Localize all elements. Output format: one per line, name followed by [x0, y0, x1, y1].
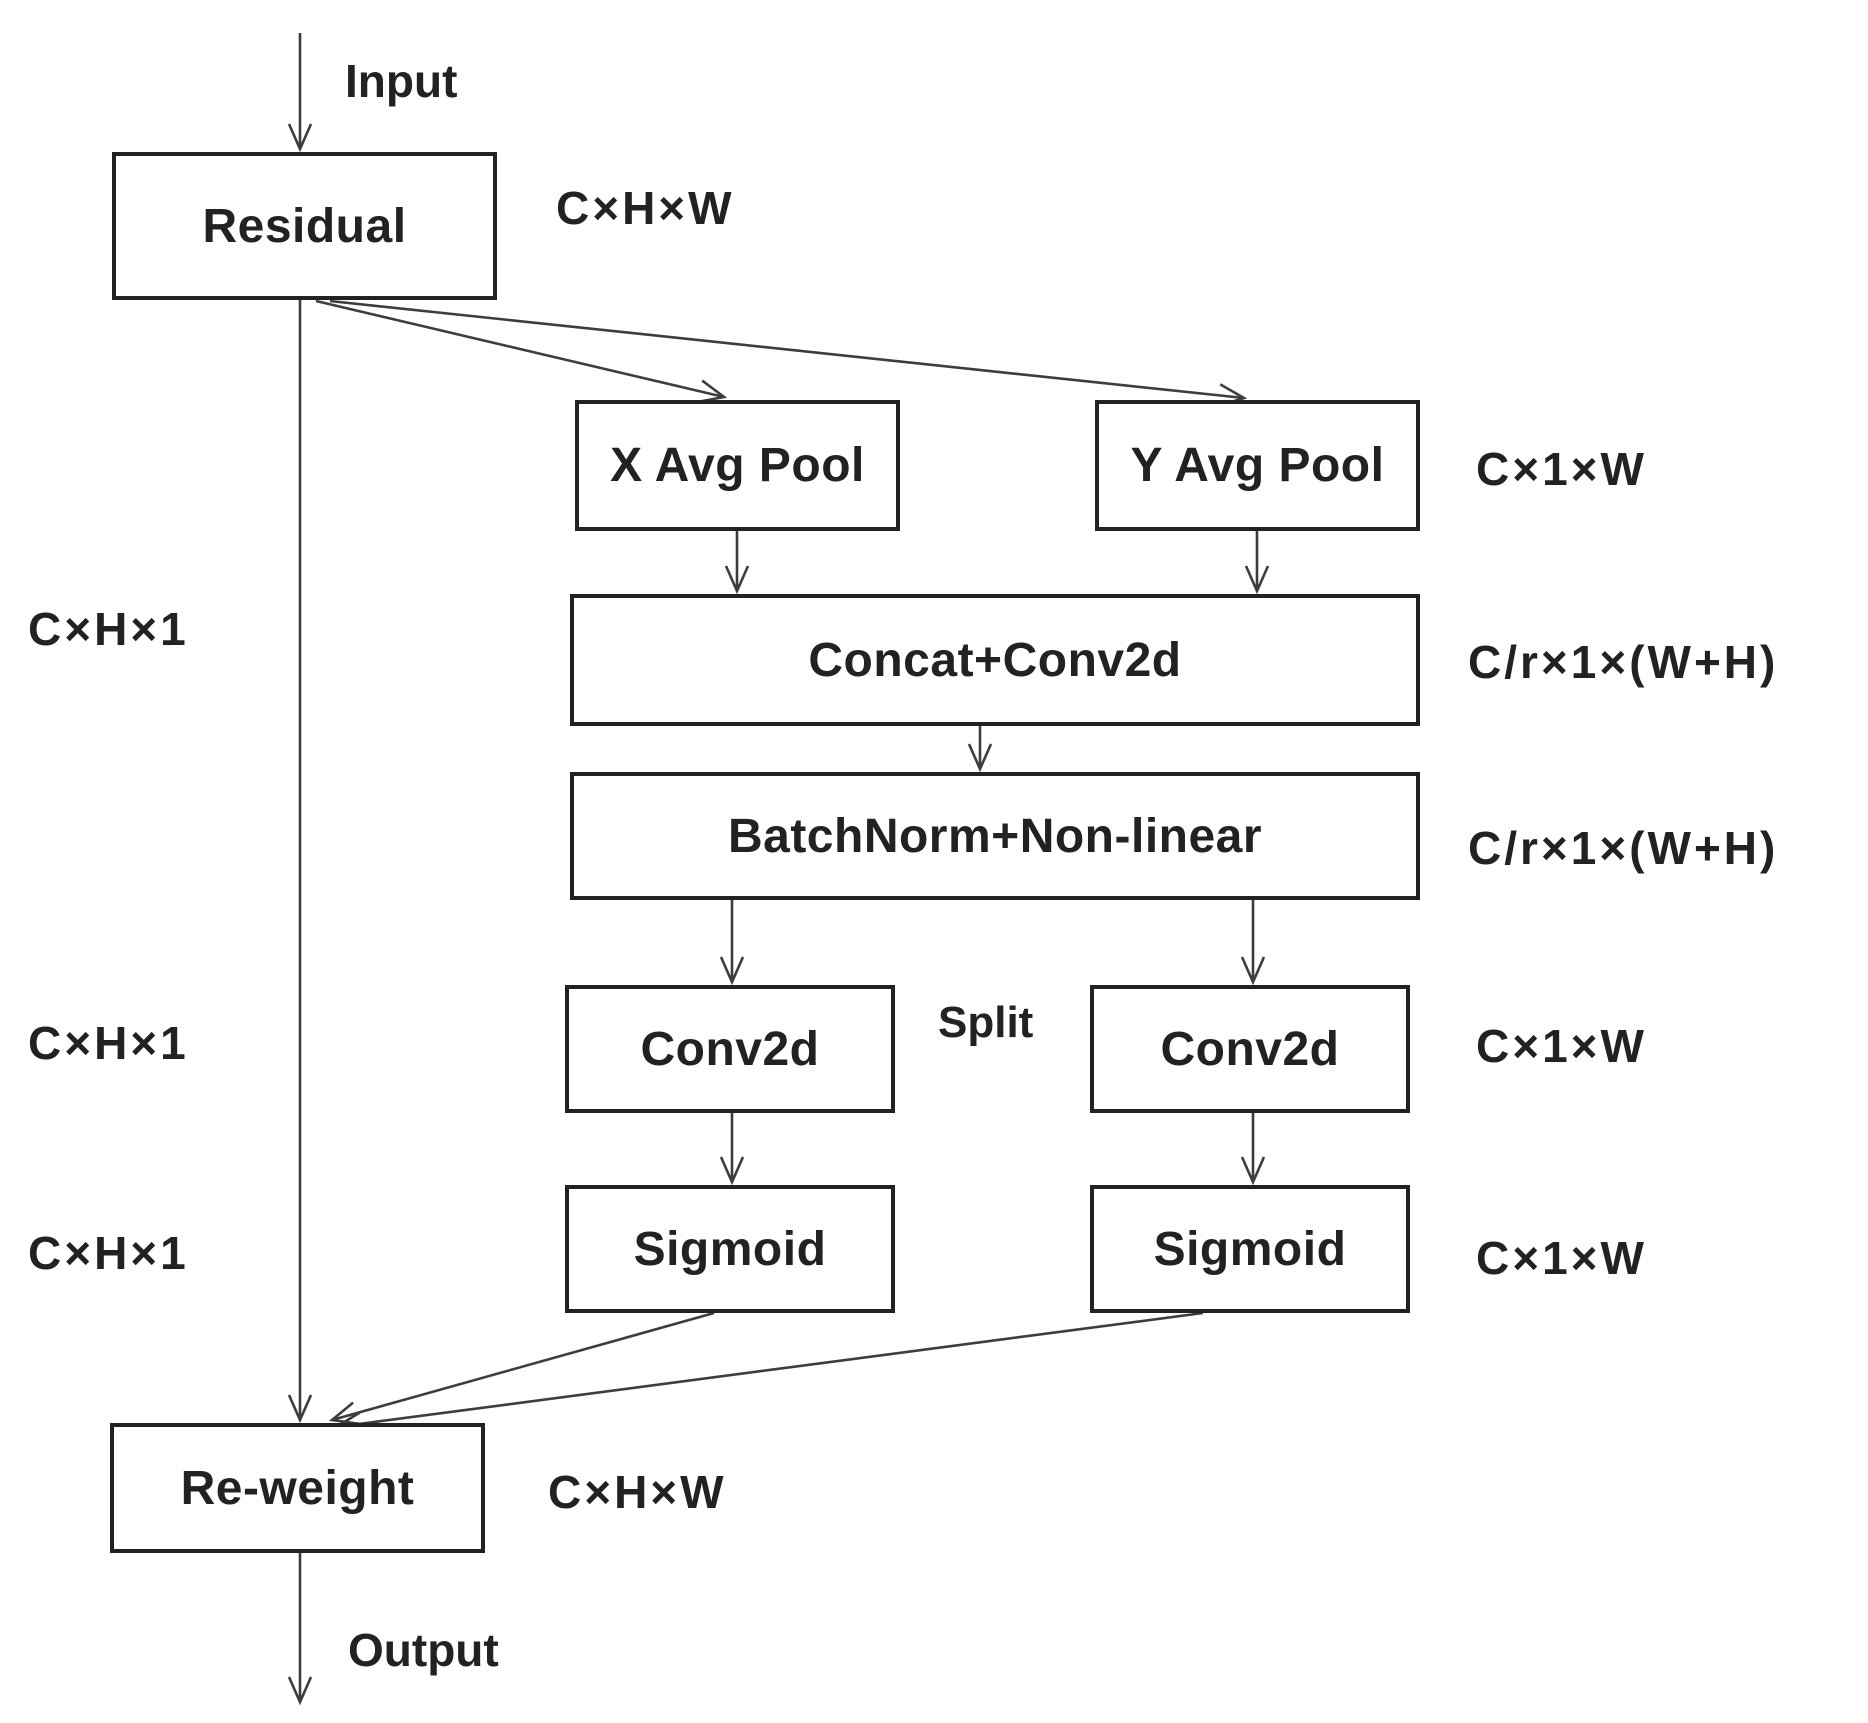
x-avg-pool-box: X Avg Pool	[575, 400, 900, 531]
reweight-box: Re-weight	[110, 1423, 485, 1553]
dim-label-batchnorm-out: C/r×1×(W+H)	[1468, 822, 1779, 874]
dim-label-left-branch-3: C×H×1	[28, 1227, 189, 1279]
dim-label-concat-out: C/r×1×(W+H)	[1468, 636, 1779, 688]
dim-label-y-avg-pool-out: C×1×W	[1476, 443, 1647, 495]
conv2d-right-box: Conv2d	[1090, 985, 1410, 1113]
batchnorm-nonlinear-box: BatchNorm+Non-linear	[570, 772, 1420, 900]
dim-label-sigmoid-right-out: C×1×W	[1476, 1232, 1647, 1284]
arrow-sigmoid-left-to-reweight	[328, 1311, 715, 1426]
dim-label-residual-out: C×H×W	[556, 182, 735, 234]
concat-conv2d-box: Concat+Conv2d	[570, 594, 1420, 726]
conv2d-left-box: Conv2d	[565, 985, 895, 1113]
arrow-sigmoid-right-to-reweight	[332, 1311, 1204, 1436]
output-label: Output	[348, 1624, 499, 1676]
dim-label-conv2d-right-out: C×1×W	[1476, 1020, 1647, 1072]
sigmoid-left-box: Sigmoid	[565, 1185, 895, 1313]
input-label: Input	[345, 55, 458, 107]
arrow-residual-to-y-avg-pool	[329, 299, 1248, 408]
y-avg-pool-box: Y Avg Pool	[1095, 400, 1420, 531]
dim-label-reweight-out: C×H×W	[548, 1466, 727, 1518]
dim-label-left-branch-2: C×H×1	[28, 1017, 189, 1069]
residual-box: Residual	[112, 152, 497, 300]
sigmoid-right-box: Sigmoid	[1090, 1185, 1410, 1313]
arrow-residual-to-x-avg-pool	[315, 299, 728, 404]
split-label: Split	[938, 998, 1034, 1047]
dim-label-left-branch-1: C×H×1	[28, 603, 189, 655]
